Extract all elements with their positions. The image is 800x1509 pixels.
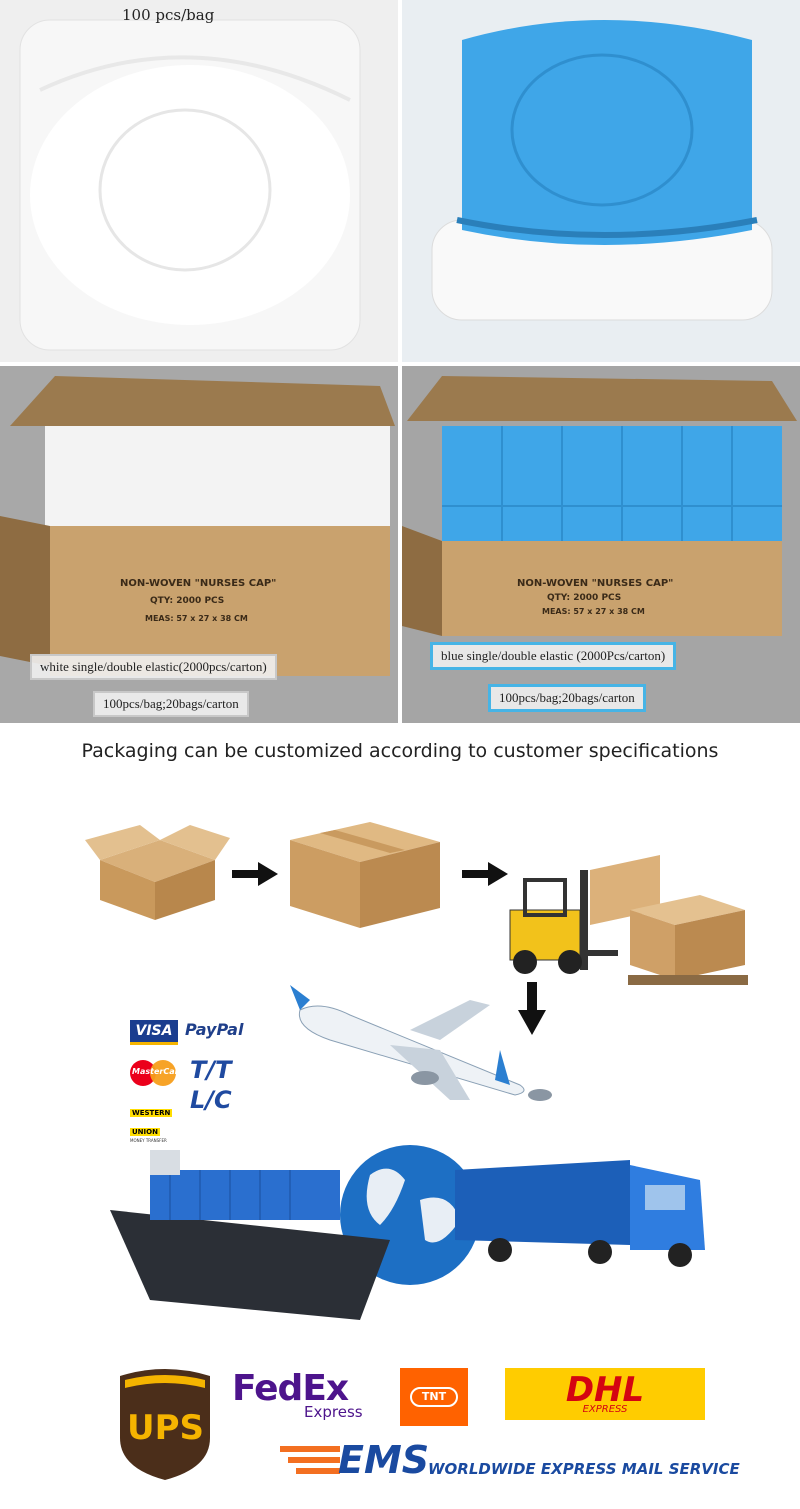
ems-wings-icon	[280, 1446, 340, 1474]
cargo-ship-icon	[110, 1150, 390, 1320]
pallet-boxes-icon	[628, 895, 748, 985]
western-union-logo: WESTERN UNION MONEY TRANSFER	[130, 1100, 182, 1143]
carton-blue-print-3: MEAS: 57 x 27 x 38 CM	[542, 607, 645, 616]
white-caps-bag-image	[0, 0, 398, 362]
lc-logo: L/C	[190, 1086, 232, 1114]
ups-shield-icon	[120, 1369, 210, 1480]
carton-blue-print-1: NON-WOVEN "NURSES CAP"	[517, 578, 674, 589]
bag-caption: 100 pcs/bag	[122, 6, 215, 24]
visa-logo: VISA	[130, 1020, 178, 1045]
closed-box-icon	[290, 822, 440, 928]
dhl-text: DHL	[565, 1370, 645, 1410]
mastercard-text: MasterCard	[132, 1067, 185, 1076]
fedex-logo: FedEx Express	[232, 1368, 363, 1421]
airplane-icon	[290, 985, 552, 1101]
logistics-illustration	[85, 822, 748, 1320]
dhl-sub-text: EXPRESS	[582, 1404, 628, 1415]
carton-white-print-1: NON-WOVEN "NURSES CAP"	[120, 578, 277, 589]
ems-text: EMS	[338, 1438, 430, 1482]
tnt-logo: TNT	[400, 1368, 468, 1426]
carton-blue-print-2: QTY: 2000 PCS	[547, 593, 622, 603]
tt-logo: T/T	[190, 1056, 232, 1084]
truck-icon	[455, 1160, 705, 1267]
photo-white-carton: NON-WOVEN "NURSES CAP" QTY: 2000 PCS MEA…	[0, 366, 398, 723]
blue-caps-bag-image	[402, 0, 800, 362]
tnt-text: TNT	[410, 1387, 458, 1407]
photo-blue-carton: NON-WOVEN "NURSES CAP" QTY: 2000 PCS MEA…	[402, 366, 800, 723]
white-pack-label: 100pcs/bag;20bags/carton	[93, 691, 249, 717]
blue-spec-label: blue single/double elastic (2000Pcs/cart…	[430, 642, 677, 670]
western-union-text-2: UNION	[130, 1128, 160, 1136]
ems-sub-text: WORLDWIDE EXPRESS MAIL SERVICE	[428, 1460, 740, 1478]
fedex-main-text: FedEx	[232, 1368, 349, 1409]
ups-text: UPS	[127, 1408, 205, 1448]
western-union-text-1: WESTERN	[130, 1109, 173, 1117]
carton-white-print-3: MEAS: 57 x 27 x 38 CM	[145, 614, 248, 623]
photo-blue-caps-bag	[402, 0, 800, 362]
packaging-heading: Packaging can be customized according to…	[81, 740, 719, 762]
photo-white-caps-bag: 100 pcs/bag	[0, 0, 398, 362]
arrow-right-icon	[232, 862, 278, 886]
arrow-down-icon	[518, 982, 546, 1035]
arrow-right-icon	[462, 862, 508, 886]
mastercard-logo: MasterCard	[130, 1058, 185, 1088]
open-box-icon	[85, 825, 230, 920]
ups-logo: UPS	[115, 1368, 215, 1483]
fedex-sub-text: Express	[304, 1403, 363, 1421]
paypal-logo: PayPal	[185, 1020, 244, 1039]
blue-pack-label: 100pcs/bag;20bags/carton	[488, 684, 646, 712]
western-union-text-3: MONEY TRANSFER	[130, 1138, 167, 1143]
dhl-logo: DHL EXPRESS	[505, 1368, 705, 1420]
white-spec-label: white single/double elastic(2000pcs/cart…	[30, 654, 277, 680]
carton-white-print-2: QTY: 2000 PCS	[150, 596, 225, 606]
